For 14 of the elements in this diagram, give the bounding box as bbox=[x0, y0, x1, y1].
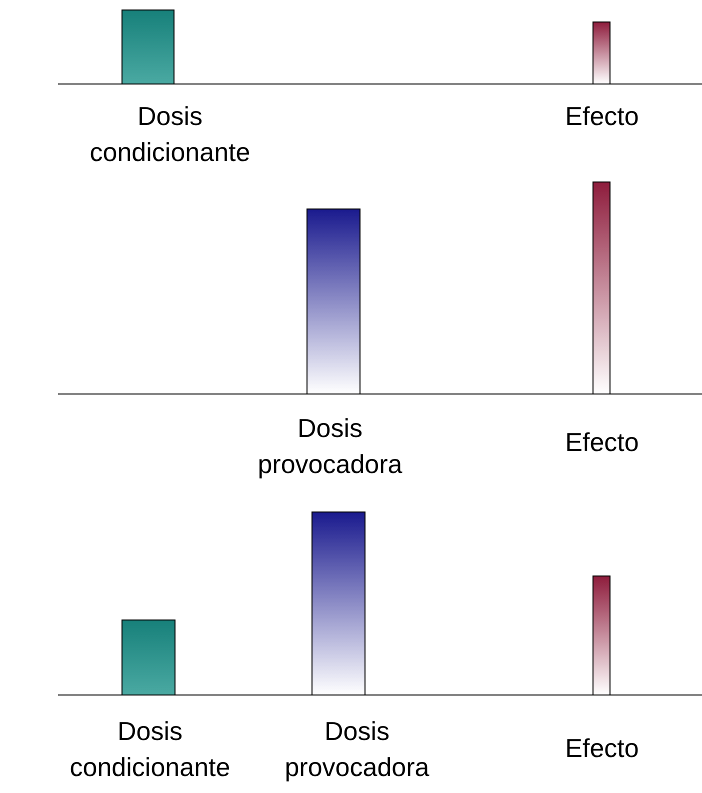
bar bbox=[592, 182, 610, 394]
bar-label: Dosis condicionante bbox=[68, 715, 232, 784]
bar-label: Efecto bbox=[564, 426, 640, 459]
bar bbox=[306, 208, 360, 394]
bar-label: Efecto bbox=[564, 732, 640, 765]
bar bbox=[592, 22, 610, 84]
bar-label: Dosis provocadora bbox=[284, 715, 430, 784]
bar-label: Dosis condicionante bbox=[88, 100, 252, 169]
bar bbox=[122, 10, 174, 84]
bar-label: Dosis provocadora bbox=[256, 412, 404, 481]
bar-label: Efecto bbox=[564, 100, 640, 133]
bar bbox=[592, 576, 610, 696]
bar bbox=[122, 620, 176, 696]
bar bbox=[312, 512, 366, 696]
